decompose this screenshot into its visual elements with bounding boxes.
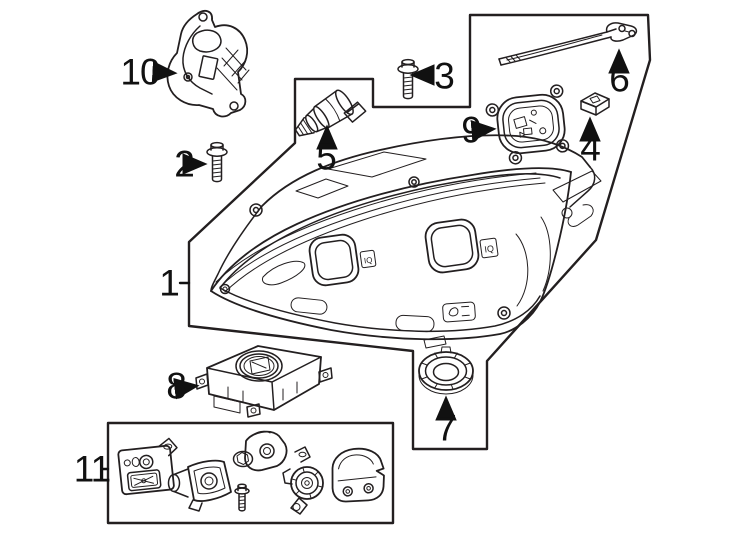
arrow-to-part-8: [173, 377, 200, 400]
diagram-border-polygon: [187, 13, 652, 451]
kit-bolt-drawing: [234, 483, 250, 512]
leader-arrows: [100, 48, 630, 471]
part-3-bolt-drawing: [397, 58, 419, 100]
part-label-5: 5: [316, 136, 337, 178]
svg-text:IQ: IQ: [484, 243, 495, 254]
part-label-10: 10: [120, 51, 160, 93]
svg-text:IQ: IQ: [363, 255, 373, 265]
part-11-hardware-kit-drawing: [117, 430, 385, 515]
part-label-7: 7: [436, 407, 457, 449]
part-1-headlamp-assembly-drawing: IQ IQ: [210, 134, 602, 349]
part-label-8: 8: [166, 365, 187, 407]
part-label-11: 11: [73, 448, 111, 490]
part-10-mounting-bracket-drawing: [166, 9, 250, 118]
hardware-kit-box: [106, 421, 395, 525]
part-label-6: 6: [609, 58, 630, 100]
part-9-led-module-drawing: [485, 84, 570, 165]
part-label-3: 3: [434, 55, 455, 97]
part-4-clip-nut-drawing: [580, 92, 610, 116]
part-label-9: 9: [461, 109, 482, 151]
part-2-bolt-drawing: [206, 141, 228, 183]
projector-logo-badge-small: IQ: [359, 249, 377, 269]
part-label-2: 2: [174, 143, 195, 185]
arrow-to-part-10: [151, 61, 178, 83]
part-label-4: 4: [580, 127, 601, 169]
part-6-trim-strip-drawing: [498, 22, 638, 66]
arrow-to-part-9: [470, 120, 497, 142]
part-8-control-module-drawing: [195, 345, 333, 418]
projector-logo-badge: IQ: [479, 237, 499, 259]
part-label-1: 1: [159, 262, 180, 304]
part-7-access-cap-drawing: [418, 346, 474, 395]
